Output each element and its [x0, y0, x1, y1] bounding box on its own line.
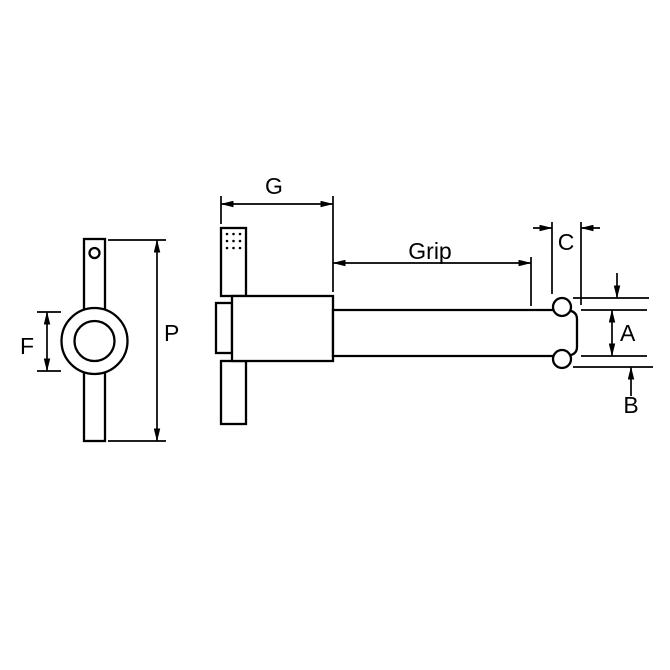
dim-label-a: A [620, 320, 636, 346]
pin-body [230, 294, 335, 363]
dimension-C: C [533, 222, 600, 305]
pin-head-end [214, 301, 234, 355]
handle-hole [88, 246, 101, 260]
front-view [60, 237, 129, 443]
side-view [214, 226, 579, 426]
dim-label-g: G [265, 173, 283, 199]
dim-label-grip: Grip [408, 238, 451, 264]
dimension-G: G [220, 173, 334, 292]
dim-label-c: C [558, 229, 575, 255]
dimension-A: A [581, 309, 647, 357]
dimension-P: P [108, 239, 179, 442]
side-handle-upper [219, 226, 248, 298]
lock-ball-bottom [551, 348, 573, 370]
dimension-Grip: Grip [332, 238, 532, 306]
lock-ball-top [551, 296, 573, 318]
knurl-texture [225, 232, 242, 250]
pin-shank [331, 308, 579, 358]
dim-label-p: P [164, 320, 179, 346]
side-handle-lower [219, 359, 248, 426]
dim-label-f: F [20, 333, 34, 359]
dim-label-b: B [623, 392, 638, 418]
dimension-B: B [573, 273, 653, 418]
dimension-F: F [20, 311, 61, 372]
collar-inner-circle [73, 319, 116, 363]
